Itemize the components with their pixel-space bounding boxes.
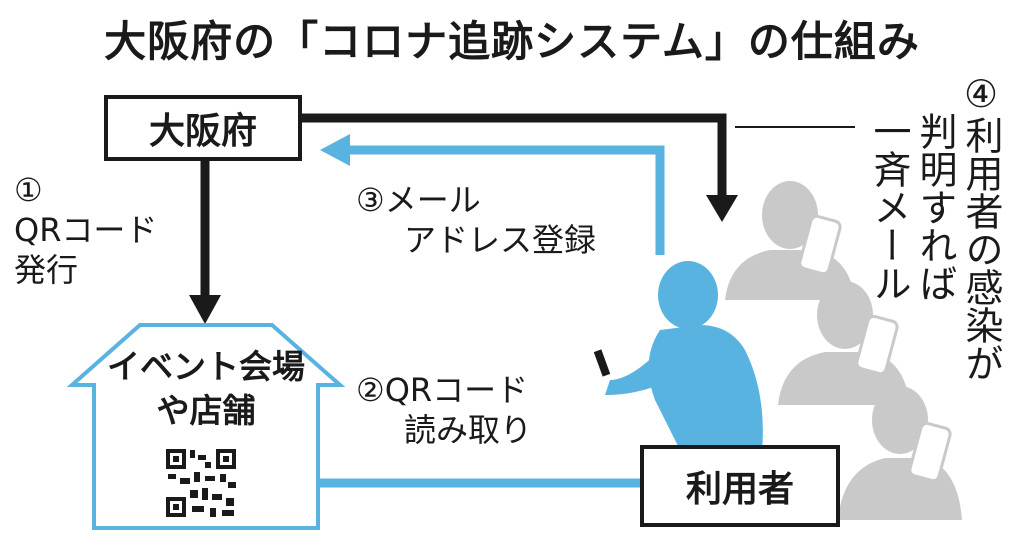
venue-label: イベント会場 や店舗 (94, 345, 318, 433)
step2-label: ②QRコード 読み取り (356, 370, 532, 450)
mail-arrow-head (706, 195, 738, 222)
venue-label-line2: や店舗 (156, 391, 256, 430)
register-arrow-head (320, 134, 350, 166)
step4-col1: ④利用者の感染が (959, 72, 1003, 382)
venue-house (66, 323, 346, 530)
step2-text-1: ②QRコード (356, 371, 529, 409)
mail-arrow-line (300, 113, 727, 200)
step2-text-2: 読み取り (404, 411, 533, 449)
step4-col2: 判明すれば (913, 112, 957, 302)
step1-label: ① QRコード 発行 (14, 170, 157, 290)
step3-label: ③メール アドレス登録 (356, 180, 596, 260)
black-arrows (200, 113, 727, 300)
user-box: 利用者 (640, 445, 840, 527)
step4-col3: 一斉メール (867, 112, 911, 302)
register-arrow-line (345, 145, 665, 255)
step1-text-1: QRコード (14, 211, 158, 249)
gray-person-2 (778, 281, 910, 405)
gray-person-1 (725, 181, 855, 300)
blue-arrows (280, 145, 665, 488)
step3-text-2: アドレス登録 (404, 221, 597, 259)
gray-person-3 (838, 386, 962, 520)
step1-number: ① (14, 171, 43, 209)
notified-users-silhouettes (725, 181, 962, 520)
user-silhouette (605, 261, 763, 470)
qr-issue-arrow-head (189, 295, 221, 324)
qr-code-icon (165, 448, 237, 518)
page-title: 大阪府の「コロナ追跡システム」の仕組み (104, 17, 920, 66)
venue-label-line1: イベント会場 (107, 347, 305, 386)
step3-text-1: ③メール (356, 181, 481, 219)
prefecture-box: 大阪府 (104, 95, 302, 161)
phone-icon (593, 349, 611, 377)
step1-text-2: 発行 (14, 251, 79, 289)
